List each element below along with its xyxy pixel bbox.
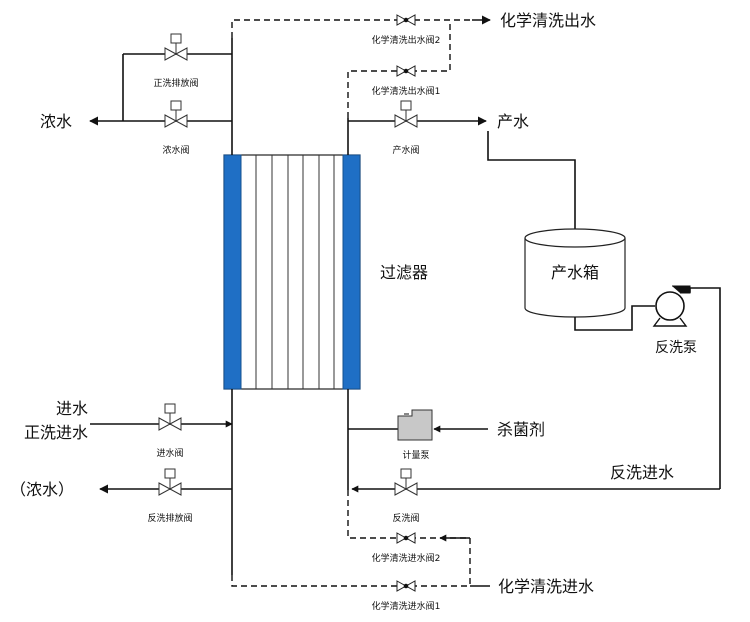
concentrate-paren-label: （浓水） bbox=[10, 480, 74, 499]
forward-drain-valve-label: 正洗排放阀 bbox=[153, 77, 198, 89]
chem-clean-outlet-label: 化学清洗出水 bbox=[500, 11, 596, 30]
backwash-drain-valve[interactable] bbox=[158, 468, 182, 496]
filter-vessel bbox=[223, 154, 361, 390]
chem-clean-outlet-valve-1-label: 化学清洗出水阀1 bbox=[372, 85, 441, 97]
backwash-feed-label: 反洗进水 bbox=[610, 463, 674, 482]
feed-water-label: 进水 bbox=[56, 399, 88, 418]
backwash-valve-label: 反洗阀 bbox=[392, 512, 419, 524]
filter-right-plate bbox=[342, 154, 361, 390]
metering-pump[interactable] bbox=[397, 409, 433, 441]
feed-valve[interactable] bbox=[158, 403, 182, 431]
biocide-label: 杀菌剂 bbox=[497, 420, 545, 439]
backwash-pump-label: 反洗泵 bbox=[655, 340, 697, 356]
chem-clean-inlet-valve-1[interactable] bbox=[396, 580, 416, 592]
chem-clean-outlet-valve-2[interactable] bbox=[396, 14, 416, 26]
filter-label: 过滤器 bbox=[380, 263, 428, 282]
concentrate-valve-label: 浓水阀 bbox=[162, 144, 189, 156]
chem-clean-inlet-label: 化学清洗进水 bbox=[498, 577, 594, 596]
product-tank-label: 产水箱 bbox=[551, 263, 599, 282]
product-water-label: 产水 bbox=[497, 112, 529, 131]
chem-clean-inlet-valve-1-label: 化学清洗进水阀1 bbox=[372, 600, 441, 612]
product-valve[interactable] bbox=[394, 100, 418, 128]
filter-membranes bbox=[255, 155, 335, 389]
filter-left-plate bbox=[223, 154, 242, 390]
chem-clean-inlet-valve-2[interactable] bbox=[396, 532, 416, 544]
backwash-drain-valve-label: 反洗排放阀 bbox=[147, 512, 192, 524]
forward-drain-valve[interactable] bbox=[164, 33, 188, 61]
chem-clean-outlet-valve-2-label: 化学清洗出水阀2 bbox=[372, 34, 441, 46]
metering-pump-label: 计量泵 bbox=[402, 449, 429, 461]
chem-clean-outlet-valve-1[interactable] bbox=[396, 65, 416, 77]
concentrate-valve[interactable] bbox=[164, 100, 188, 128]
product-valve-label: 产水阀 bbox=[392, 144, 419, 156]
product-tank bbox=[524, 228, 626, 318]
feed-valve-label: 进水阀 bbox=[156, 447, 183, 459]
concentrate-label: 浓水 bbox=[40, 112, 72, 131]
chem-clean-inlet-valve-2-label: 化学清洗进水阀2 bbox=[372, 552, 441, 564]
backwash-valve[interactable] bbox=[394, 468, 418, 496]
forward-wash-feed-label: 正洗进水 bbox=[24, 423, 88, 442]
